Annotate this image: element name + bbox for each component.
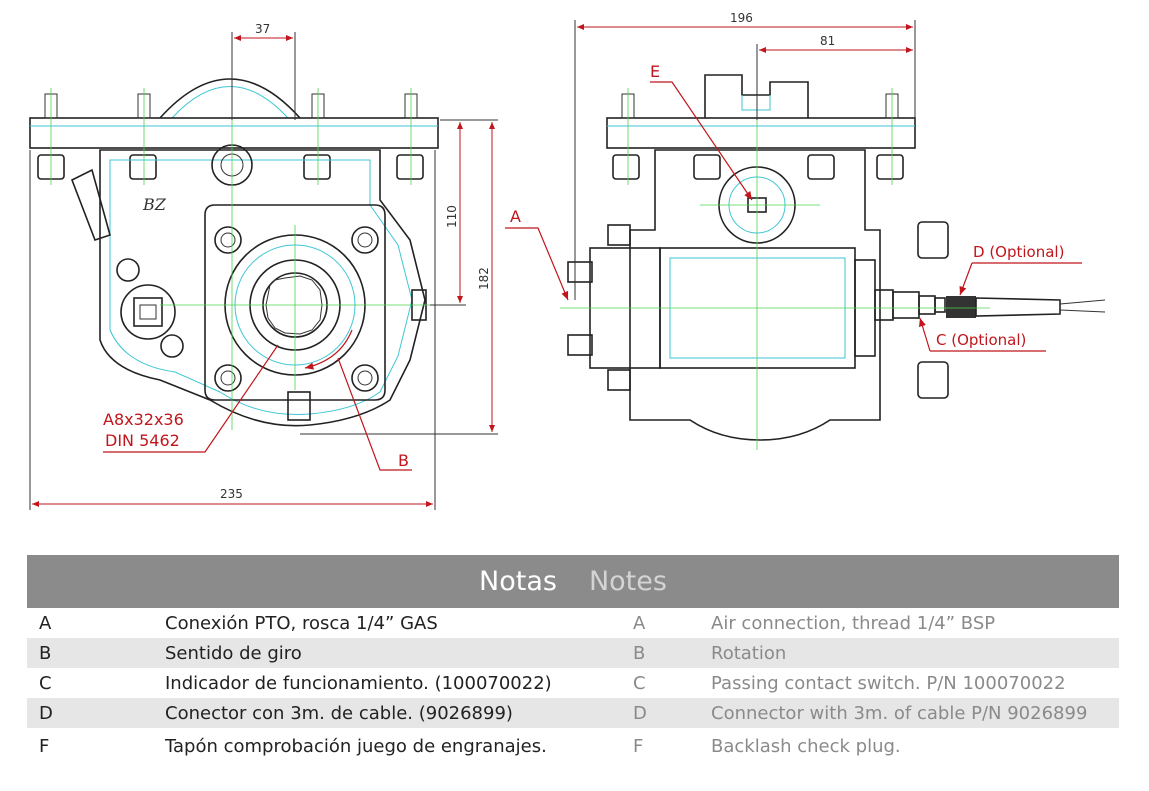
label-e: E <box>650 62 660 81</box>
spline-label-2: DIN 5462 <box>105 431 180 450</box>
technical-drawing: BZ 37 110 182 235 A8x32x36 DIN 5462 B <box>29 11 1106 510</box>
note-row-f: F Tapón comprobación juego de engranajes… <box>27 728 1119 765</box>
dim-235: 235 <box>220 487 243 501</box>
note-text-es: Conector con 3m. de cable. (9026899) <box>165 702 513 724</box>
note-row-c: C Indicador de funcionamiento. (10007002… <box>27 668 1119 698</box>
notes-table: Notas Notes A Conexión PTO, rosca 1/4” G… <box>27 555 1119 765</box>
note-letter: F <box>39 736 50 757</box>
dim-182: 182 <box>477 267 491 290</box>
note-letter: C <box>39 672 52 694</box>
label-b: B <box>398 451 409 470</box>
label-a: A <box>510 207 521 226</box>
note-row-d: D Conector con 3m. de cable. (9026899) D… <box>27 698 1119 728</box>
note-text-es: Indicador de funcionamiento. (100070022) <box>165 672 552 694</box>
note-text-en: Backlash check plug. <box>711 736 901 757</box>
note-text-en: Passing contact switch. P/N 100070022 <box>711 672 1066 694</box>
note-text-es: Conexión PTO, rosca 1/4” GAS <box>165 612 438 634</box>
label-d-optional: D (Optional) <box>973 243 1064 261</box>
note-text-en: Rotation <box>711 642 787 664</box>
label-c-optional: C (Optional) <box>936 331 1026 349</box>
note-letter-en: D <box>633 702 647 724</box>
note-text-en: Air connection, thread 1/4” BSP <box>711 612 996 634</box>
note-letter-en: B <box>633 642 646 664</box>
notes-title-en: Notes <box>588 566 667 597</box>
note-letter: D <box>39 702 53 724</box>
side-view: 196 81 E A D (Optional) C (Optional) <box>505 11 1106 450</box>
note-letter: B <box>39 642 52 664</box>
dim-81: 81 <box>820 34 835 48</box>
note-letter-en: A <box>633 612 646 634</box>
notes-title-es: Notas <box>479 566 557 597</box>
note-letter: A <box>39 612 52 634</box>
note-text-es: Sentido de giro <box>165 642 302 664</box>
note-letter-en: C <box>633 672 646 694</box>
brand-logo: BZ <box>142 195 167 214</box>
dim-196: 196 <box>730 11 753 25</box>
note-text-es: Tapón comprobación juego de engranajes. <box>165 736 547 757</box>
note-text-en: Connector with 3m. of cable P/N 9026899 <box>711 702 1088 724</box>
note-row-b: B Sentido de giro B Rotation <box>27 638 1119 668</box>
spline-label-1: A8x32x36 <box>103 410 184 429</box>
note-row-a: A Conexión PTO, rosca 1/4” GAS A Air con… <box>27 608 1119 638</box>
notes-header: Notas Notes <box>27 555 1119 608</box>
dim-37: 37 <box>255 22 270 36</box>
dim-110: 110 <box>445 205 459 228</box>
note-letter-en: F <box>633 736 644 757</box>
front-view: BZ 37 110 182 235 A8x32x36 DIN 5462 B <box>29 22 498 510</box>
